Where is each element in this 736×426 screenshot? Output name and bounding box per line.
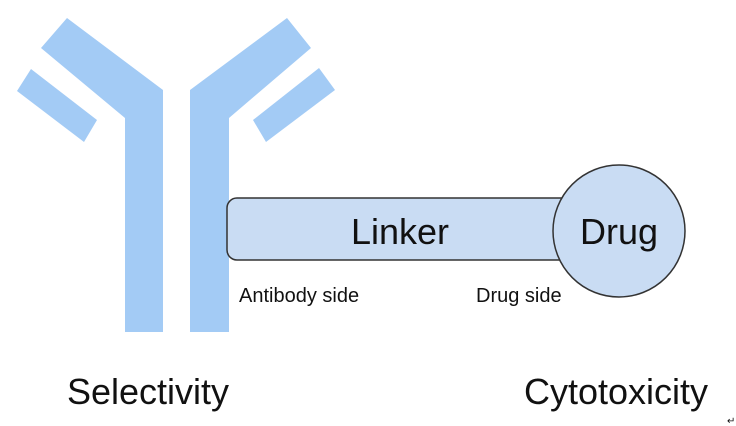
drug-side-label: Drug side — [476, 285, 562, 307]
selectivity-label: Selectivity — [67, 371, 229, 412]
antibody-shape — [17, 18, 335, 332]
cytotoxicity-label: Cytotoxicity — [524, 371, 708, 412]
antibody-left-heavy-arm — [41, 18, 163, 332]
antibody-side-label: Antibody side — [239, 285, 359, 307]
antibody-left-light-chain — [17, 69, 97, 142]
drug-circle — [552, 164, 686, 298]
drug-label: Drug — [580, 211, 658, 252]
antibody-right-light-chain — [253, 68, 335, 142]
corner-mark: ↵ — [727, 416, 735, 426]
linker-label: Linker — [351, 211, 449, 252]
antibody-right-heavy-arm — [190, 18, 311, 332]
